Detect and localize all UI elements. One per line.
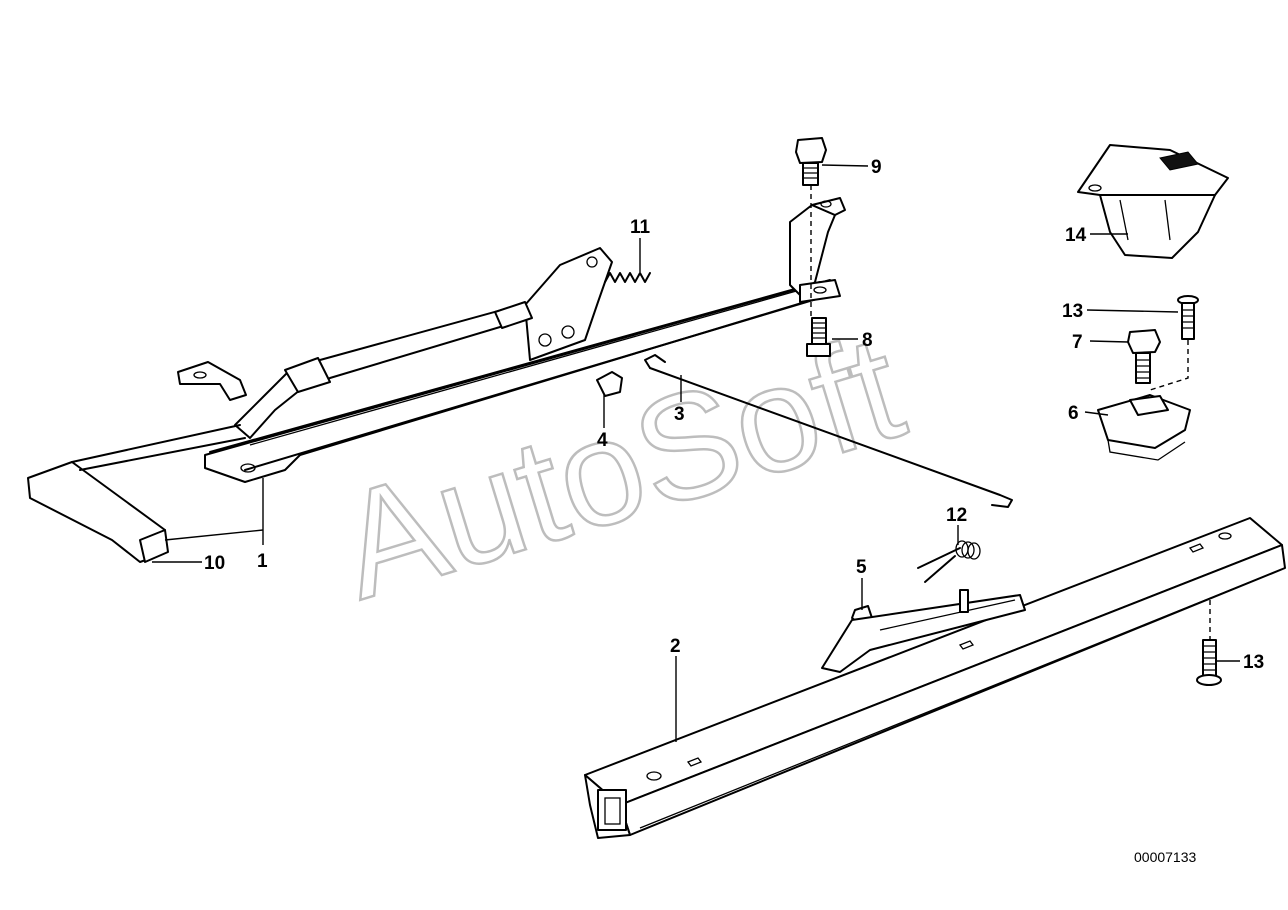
- callout-2: 2: [670, 636, 681, 657]
- part-3-connecting-rod: [644, 354, 1013, 508]
- callout-6: 6: [1068, 403, 1079, 424]
- callout-9: 9: [871, 157, 882, 178]
- part-14-cover-cap: [1077, 144, 1229, 259]
- part-7-bolt: [1127, 329, 1161, 384]
- part-12-torsion-spring: [917, 540, 981, 583]
- callout-10: 10: [204, 553, 225, 574]
- callout-13-upper: 13: [1062, 301, 1083, 322]
- callout-12: 12: [946, 505, 967, 526]
- callout-11: 11: [630, 217, 651, 238]
- part-2-lower-rail: [584, 517, 1286, 839]
- callout-4: 4: [597, 430, 608, 451]
- callout-3: 3: [674, 404, 685, 425]
- part-8-bolt: [806, 317, 831, 357]
- callout-14: 14: [1065, 225, 1087, 246]
- callout-7: 7: [1072, 332, 1083, 353]
- document-number: 00007133: [1134, 849, 1197, 865]
- callout-8: 8: [862, 330, 873, 351]
- callout-labels: 1 2 3 4 5 6 7 8 9 10 11 12 13 13 14: [204, 157, 1264, 673]
- part-13-screw-upper: [1177, 295, 1199, 340]
- part-6-clip-nut: [1097, 394, 1191, 461]
- part-1-upper-rail-assembly: [27, 197, 846, 563]
- callout-1: 1: [257, 551, 268, 572]
- leader-lines: [152, 164, 1240, 742]
- part-13-screw-lower: [1196, 639, 1222, 686]
- callout-5: 5: [856, 557, 867, 578]
- callout-13-lower: 13: [1243, 652, 1264, 673]
- part-9-hex-bolt: [795, 137, 827, 186]
- part-4-plug: [596, 371, 623, 397]
